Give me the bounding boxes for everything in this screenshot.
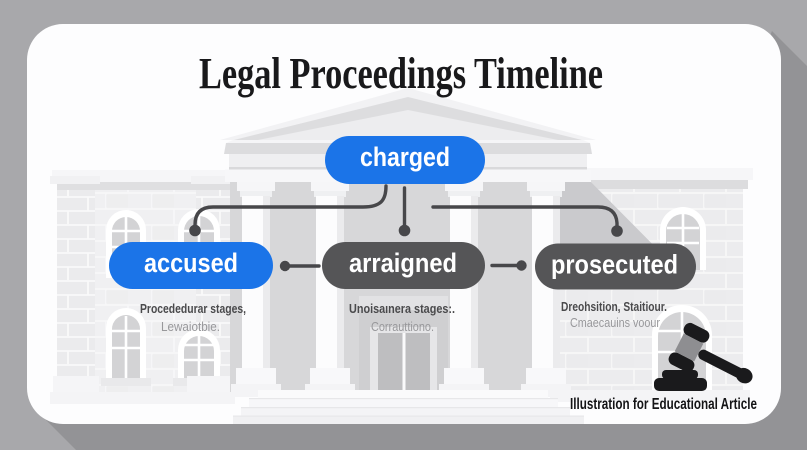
svg-text:Corrauttiono.: Corrauttiono. [371,319,434,334]
svg-text:Cmaecauins voour: Cmaecauins voour [570,315,661,330]
svg-text:accused: accused [144,248,238,278]
svg-text:charged: charged [360,142,450,172]
svg-text:Illustration for Educational A: Illustration for Educational Article [570,396,757,413]
svg-text:prosecuted: prosecuted [551,250,678,280]
svg-text:Lewaiotbie.: Lewaiotbie. [161,319,220,334]
svg-text:Legal Proceedings Timeline: Legal Proceedings Timeline [199,49,603,98]
svg-text:arraigned: arraigned [349,248,457,278]
svg-text:Dreohsition, Staitiour.: Dreohsition, Staitiour. [561,299,667,314]
svg-text:Procededurar stages,: Procededurar stages, [140,301,246,316]
svg-text:Unoisaınera stages:.: Unoisaınera stages:. [349,301,455,316]
